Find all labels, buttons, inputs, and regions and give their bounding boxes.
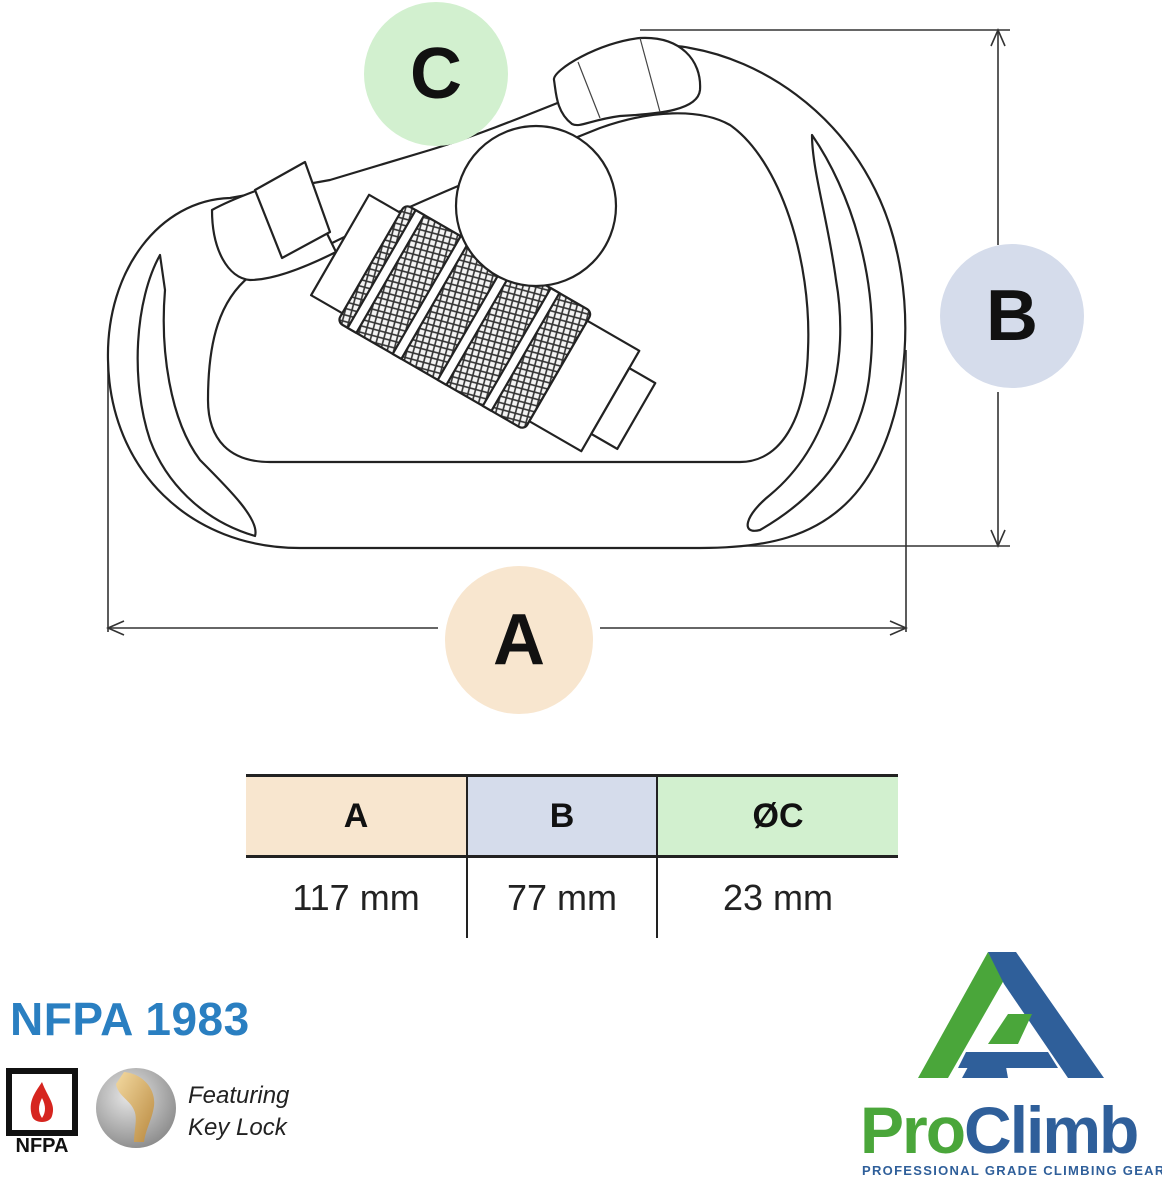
bubble-b (940, 244, 1084, 388)
gate-sleeve (309, 193, 657, 453)
value-b: 77 mm (466, 856, 657, 938)
label-a: A (493, 600, 545, 680)
label-b: B (986, 276, 1038, 356)
brand-tagline: PROFESSIONAL GRADE CLIMBING GEAR (862, 1163, 1162, 1178)
header-c: ØC (656, 774, 898, 858)
nfpa-badge-icon: NFPA (6, 1068, 78, 1156)
brand-name: ProClimb (860, 1092, 1139, 1168)
bubble-c (364, 2, 508, 146)
feature-line-2: Key Lock (188, 1114, 287, 1141)
brand-name-pro: Pro (860, 1093, 966, 1167)
header-a: A (246, 774, 467, 858)
key-lock-icon (96, 1068, 176, 1148)
feature-line-1: Featuring (188, 1082, 290, 1109)
feature-text: Featuring Key Lock (188, 1080, 289, 1144)
nfpa-badge-text: NFPA (16, 1135, 69, 1156)
proclimb-logo-icon (918, 952, 1104, 1078)
table-row: 117 mm 77 mm 23 mm (246, 856, 898, 938)
rope-section (454, 124, 618, 288)
label-c: C (410, 34, 462, 114)
table-header-row: A B ØC (246, 774, 898, 858)
value-c: 23 mm (656, 856, 898, 938)
header-b: B (466, 774, 657, 858)
carabiner-diagram (106, 2, 1084, 714)
bubble-a (445, 566, 593, 714)
dimensions-table: A B ØC 117 mm 77 mm 23 mm (246, 774, 898, 938)
value-a: 117 mm (292, 877, 420, 918)
certification-title: NFPA 1983 (10, 993, 250, 1045)
brand-name-climb: Climb (964, 1093, 1139, 1167)
